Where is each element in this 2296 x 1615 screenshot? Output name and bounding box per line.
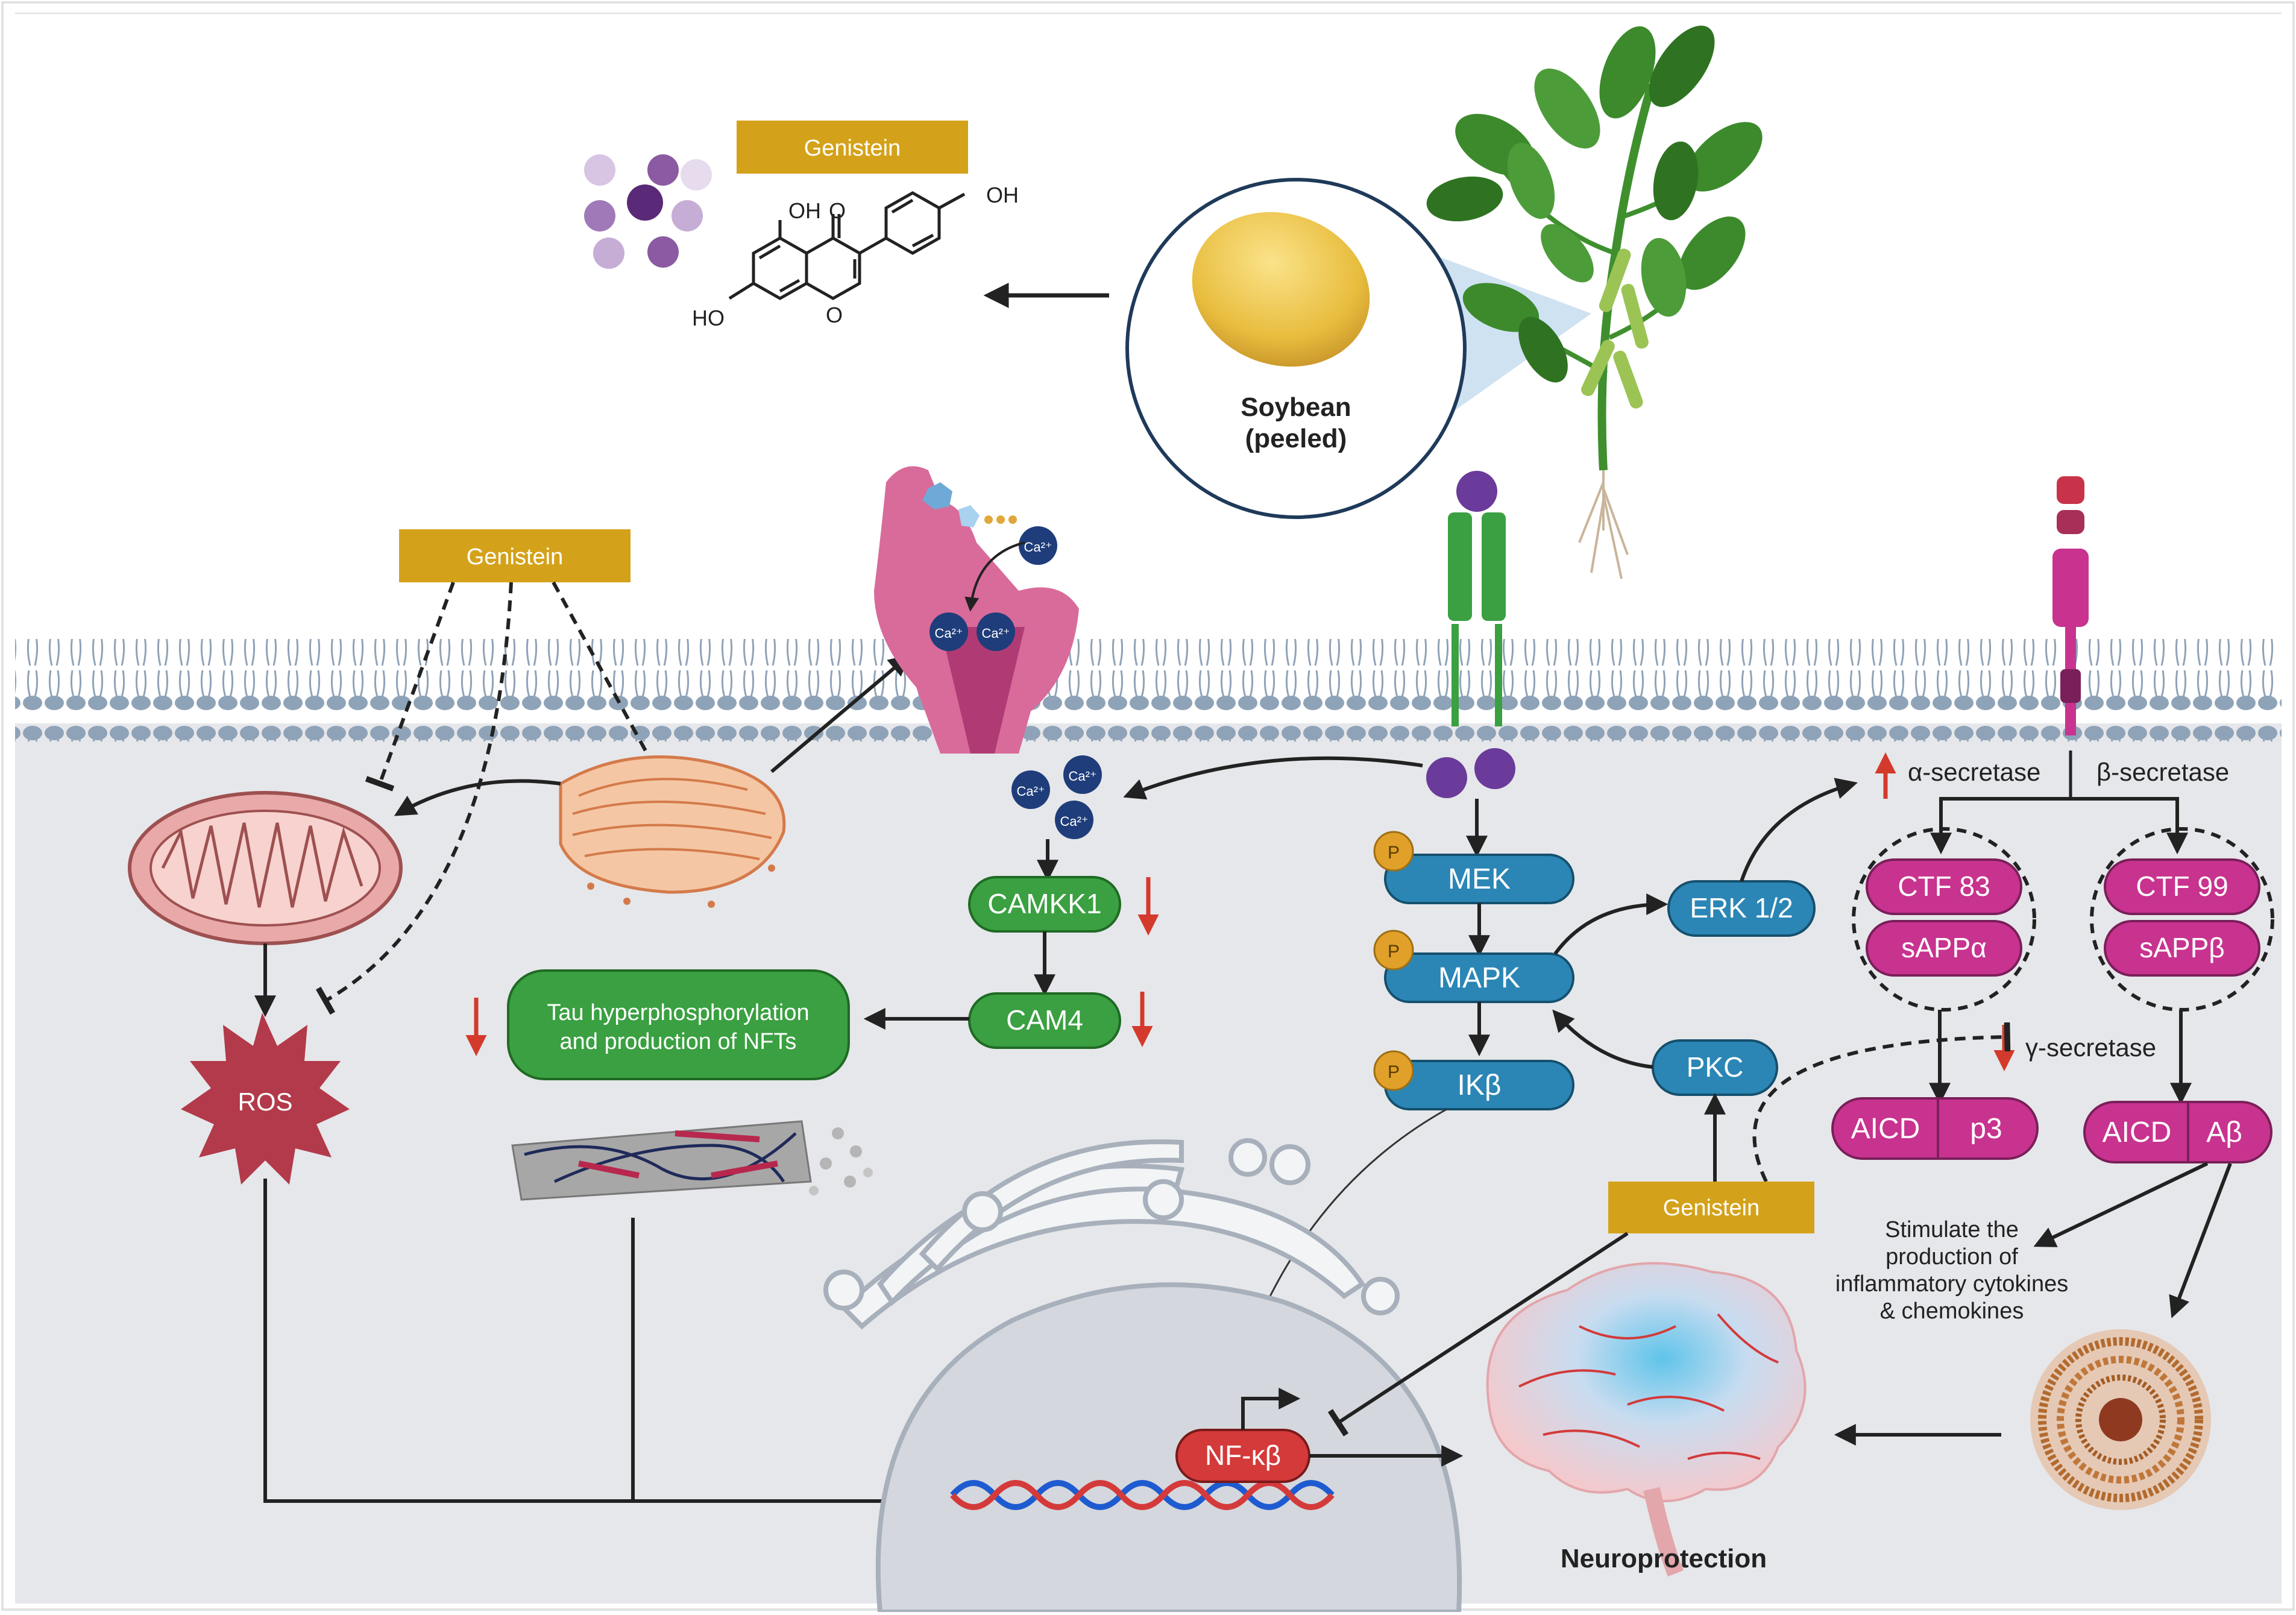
- stimulate-text-3: inflammatory cytokines: [1835, 1271, 2068, 1297]
- oh-top-label: OH: [788, 198, 821, 223]
- gamma-secretase-label: γ-secretase: [2025, 1033, 2156, 1062]
- tau-label-line1: Tau hyperphosphorylation: [547, 1000, 809, 1025]
- mitochondrion-icon: [128, 791, 403, 945]
- phospho-icon: [1373, 831, 1414, 872]
- ring-o-label: O: [826, 303, 843, 327]
- calcium-label: Ca²⁺: [1024, 540, 1052, 555]
- ctf99-node: [2104, 858, 2260, 915]
- phospho-label: P: [1388, 942, 1400, 962]
- phospho-icon: [1373, 1050, 1414, 1091]
- brain-icon: [1486, 1262, 1807, 1577]
- sappb-node: [2104, 920, 2260, 977]
- nucleus-icon: [875, 1282, 1462, 1614]
- neuroprotection-label: Neuroprotection: [1561, 1544, 1767, 1573]
- genistein-label-right-text: Genistein: [1663, 1195, 1760, 1221]
- golgi-apparatus-icon: [823, 1138, 1400, 1330]
- abeta-label: Aβ: [2206, 1116, 2242, 1148]
- stimulate-text-1: Stimulate the: [1885, 1217, 2019, 1242]
- calcium-label: Ca²⁺: [1068, 769, 1096, 784]
- alpha-fragments-group: [1852, 827, 2036, 1012]
- calcium-cluster-icon: Ca²⁺ Ca²⁺ Ca²⁺: [1011, 755, 1102, 839]
- calcium-ion-icon: Ca²⁺ Ca²⁺ Ca²⁺: [929, 526, 1057, 651]
- aicd-abeta-node: [2083, 1101, 2272, 1163]
- genistein-label-left-text: Genistein: [467, 544, 564, 570]
- ikb-label: IKβ: [1458, 1069, 1502, 1101]
- erk-label: ERK 1/2: [1690, 892, 1793, 924]
- genistein-label-top-text: Genistein: [804, 136, 901, 161]
- tau-node: [507, 969, 850, 1080]
- calcium-label: Ca²⁺: [981, 626, 1010, 641]
- app-protein-icon: [2052, 476, 2089, 735]
- genistein-label-top: [737, 121, 968, 174]
- stimulate-text-4: & chemokines: [1880, 1299, 2024, 1324]
- mek-label: MEK: [1448, 863, 1511, 895]
- calcium-label: Ca²⁺: [934, 626, 963, 641]
- aicd-label: AICD: [1851, 1113, 1920, 1145]
- aicd-p3-node: [1831, 1097, 2039, 1160]
- ros-star: [181, 1013, 350, 1185]
- soybean-sublabel: (peeled): [1245, 424, 1347, 453]
- phospho-icon: [1373, 930, 1414, 971]
- soybean-label: Soybean: [1241, 392, 1351, 422]
- aicd-label: AICD: [2103, 1116, 2172, 1148]
- stimulate-text-2: production of: [1886, 1244, 2018, 1270]
- genistein-structure: [728, 191, 966, 300]
- neurofibrillary-tangle-icon: [511, 1120, 873, 1201]
- sappa-label: sAPPα: [1901, 932, 1987, 963]
- mapk-label: MAPK: [1438, 962, 1520, 994]
- purple-dots-icon: [584, 154, 712, 269]
- alpha-secretase-label: α-secretase: [1908, 758, 2040, 786]
- cam4-label: CAM4: [1006, 1004, 1083, 1036]
- soybean-plant-icon: [1426, 25, 1763, 579]
- genistein-label-right: [1608, 1182, 1814, 1233]
- nfkb-label: NF-κβ: [1205, 1440, 1281, 1471]
- ctf83-label: CTF 83: [1898, 870, 1990, 902]
- sappb-label: sAPPβ: [2139, 932, 2225, 963]
- phospho-label: P: [1388, 843, 1400, 863]
- ctf99-label: CTF 99: [2136, 870, 2228, 902]
- sappa-node: [1866, 920, 2022, 977]
- endoplasmic-reticulum-icon: [559, 755, 786, 908]
- phospho-label: P: [1388, 1062, 1400, 1082]
- soybean-icon: [1192, 212, 1370, 367]
- calcium-label: Ca²⁺: [1060, 814, 1088, 829]
- ros-label: ROS: [237, 1088, 292, 1116]
- beta-secretase-label: β-secretase: [2096, 758, 2229, 786]
- ho-left-label: HO: [692, 306, 725, 330]
- calcium-label: Ca²⁺: [1016, 784, 1045, 799]
- carbonyl-o-label: O: [829, 198, 846, 223]
- p3-label: p3: [1970, 1113, 2002, 1145]
- genistein-label-left: [399, 529, 631, 582]
- cell-membrane: [15, 639, 2282, 741]
- pkc-label: PKC: [1687, 1051, 1744, 1083]
- camkk1-label: CAMKK1: [987, 888, 1101, 919]
- receptor-icon: [1426, 471, 1515, 798]
- tau-label-line2: and production of NFTs: [560, 1029, 797, 1054]
- ctf83-node: [1866, 858, 2022, 915]
- amyloid-plaque-icon: [2030, 1329, 2211, 1510]
- oh-right-label: OH: [986, 183, 1019, 207]
